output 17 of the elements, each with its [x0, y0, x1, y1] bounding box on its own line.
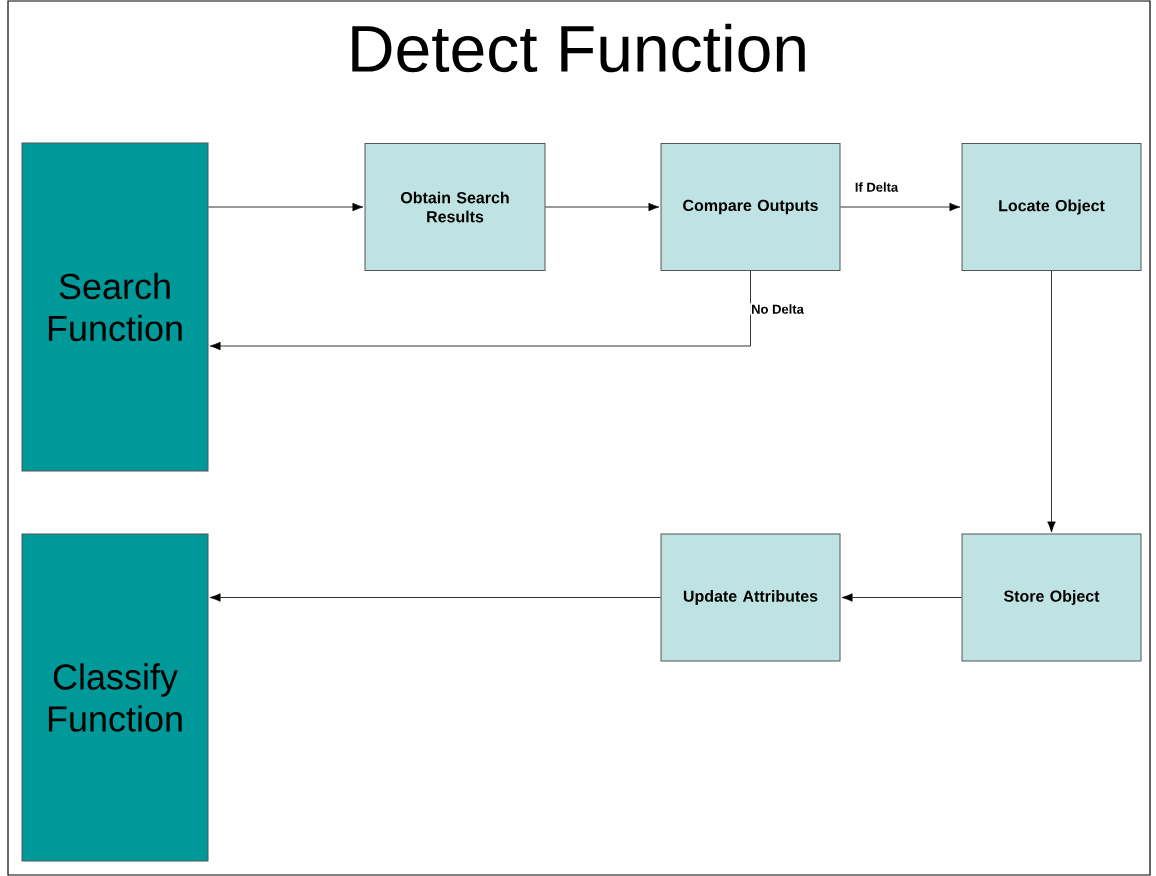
- process-box: Update Attributes: [660, 533, 841, 662]
- arrow: [209, 593, 661, 602]
- process-box: Locate Object: [961, 143, 1142, 271]
- arrow: [545, 202, 660, 212]
- process-box: Compare Outputs: [660, 143, 841, 271]
- arrow: [840, 202, 961, 212]
- process-box: Store Object: [961, 533, 1142, 662]
- function-block: Search Function: [21, 142, 209, 472]
- arrow: [1047, 270, 1056, 533]
- process-box: Obtain Search Results: [364, 143, 546, 271]
- arrow: [208, 202, 364, 212]
- edge-label: No Delta: [752, 304, 804, 314]
- title: Detect Function: [352, 23, 805, 73]
- arrow: [841, 593, 962, 602]
- arrow: [209, 270, 751, 351]
- function-block: Classify Function: [21, 533, 209, 862]
- edge-label: If Delta: [855, 182, 899, 192]
